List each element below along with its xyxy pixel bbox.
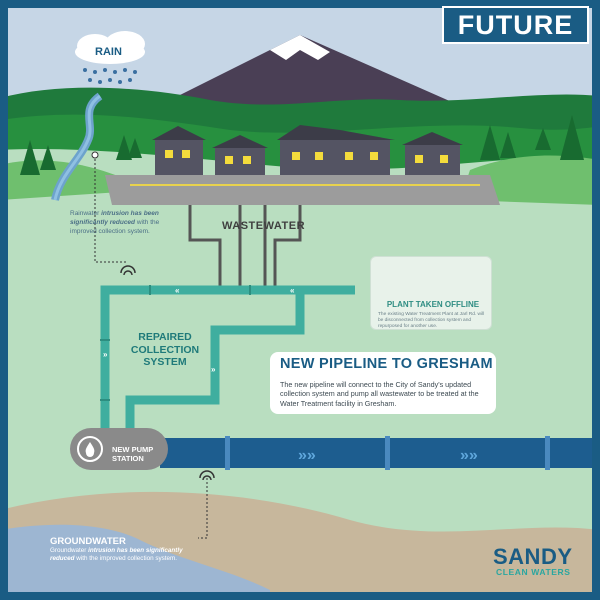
logo-clean-waters: CLEAN WATERS xyxy=(496,567,571,577)
rainwater-note: Rainwater intrusion has been significant… xyxy=(70,210,160,235)
pipeline-card xyxy=(270,352,496,414)
callout-lines xyxy=(94,155,208,539)
signal-icon xyxy=(120,265,215,481)
svg-text:»: » xyxy=(103,350,108,359)
trees xyxy=(20,115,584,175)
droplet-icon xyxy=(85,442,95,457)
rain-cloud xyxy=(75,31,145,64)
wastewater-label: WASTEWATER xyxy=(222,220,306,232)
future-banner: FUTURE xyxy=(442,6,589,44)
wastewater-lines xyxy=(188,205,302,290)
plant-title: PLANT TAKEN OFFLINE xyxy=(386,300,480,309)
mountain-snowcap xyxy=(270,35,330,60)
svg-text:»»: »» xyxy=(460,447,478,464)
groundwater-note: Groundwater intrusion has been significa… xyxy=(50,547,183,563)
repaired-pipe xyxy=(100,285,355,440)
svg-text:«: « xyxy=(175,286,180,295)
svg-text:»»: »» xyxy=(298,447,316,464)
houses xyxy=(152,125,463,175)
raindrops xyxy=(83,68,137,84)
mountain xyxy=(150,35,470,110)
groundwater-pool xyxy=(0,524,270,600)
pipe-joints xyxy=(100,285,251,401)
groundwater-title: GROUNDWATER xyxy=(50,536,126,547)
pipeline-title: NEW PIPELINE TO GRESHAM xyxy=(280,356,493,372)
road xyxy=(105,175,500,205)
road-lines xyxy=(130,184,480,186)
plant-description: The existing Water Treatment Plant at Ja… xyxy=(378,312,485,330)
plant-offline-card xyxy=(370,256,492,330)
svg-text:»: » xyxy=(211,365,216,374)
pump-station-label: NEW PUMP STATION xyxy=(112,445,154,463)
gear-icon xyxy=(77,436,103,462)
pipeline-description: The new pipeline will connect to the Cit… xyxy=(280,380,479,408)
logo-sandy: SANDY xyxy=(493,544,573,569)
pipeline-joints xyxy=(225,436,550,470)
rain-label: RAIN xyxy=(95,46,122,58)
flow-arrows: « « » » xyxy=(103,286,295,374)
main-pipeline xyxy=(160,438,600,468)
repaired-system-label: REPAIRED COLLECTION SYSTEM xyxy=(130,331,200,369)
svg-text:«: « xyxy=(290,286,295,295)
pipeline-arrows: »» »» xyxy=(298,447,478,464)
